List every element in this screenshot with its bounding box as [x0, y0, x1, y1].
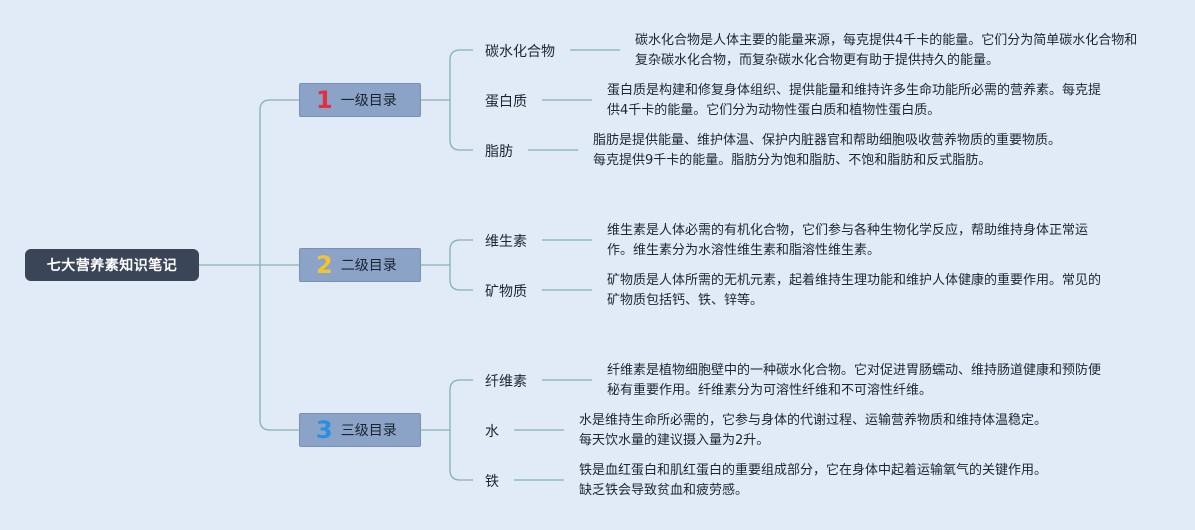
desc-fiber: 纤维素是植物细胞壁中的一种碳水化合物。它对促进胃肠蠕动、维持肠道健康和预防便秘有… [607, 363, 1102, 398]
desc-vitamin: 维生素是人体必需的有机化合物，它们参与各种生物化学反应，帮助维持身体正常运作。维… [607, 223, 1089, 258]
desc-fat: 脂肪是提供能量、维护体温、保护内脏器官和帮助细胞吸收营养物质的重要物质。每克提供… [593, 133, 1062, 168]
desc-water: 水是维持生命所必需的，它参与身体的代谢过程、运输营养物质和维持体温稳定。每天饮水… [579, 413, 1048, 448]
root-title: 七大营养素知识笔记 [46, 258, 178, 274]
root-node[interactable]: 七大营养素知识笔记 [25, 249, 199, 281]
level-number-3: 3 [316, 416, 333, 444]
desc-carbohydrate: 碳水化合物是人体主要的能量来源，每克提供4千卡的能量。它们分为简单碳水化合物和复… [635, 33, 1138, 68]
desc-iron: 铁是血红蛋白和肌红蛋白的重要组成部分，它在身体中起着运输氧气的关键作用。缺乏铁会… [579, 463, 1048, 498]
topic-water[interactable]: 水 [485, 424, 499, 440]
topic-mineral[interactable]: 矿物质 [485, 284, 527, 300]
level-node-1[interactable]: 1 一级目录 [299, 83, 421, 117]
level-label-3: 三级目录 [340, 423, 397, 439]
level-node-3[interactable]: 3 三级目录 [299, 413, 421, 447]
topic-fiber[interactable]: 纤维素 [485, 374, 527, 390]
level-number-1: 1 [316, 86, 333, 114]
level-label-2: 二级目录 [340, 258, 397, 274]
level-node-2[interactable]: 2 二级目录 [299, 248, 421, 282]
desc-mineral: 矿物质是人体所需的无机元素，起着维持生理功能和维护人体健康的重要作用。常见的矿物… [607, 273, 1102, 308]
topic-iron[interactable]: 铁 [485, 474, 499, 490]
desc-protein: 蛋白质是构建和修复身体组织、提供能量和维持许多生命功能所必需的营养素。每克提供4… [607, 83, 1102, 118]
level-number-2: 2 [316, 251, 333, 279]
topic-vitamin[interactable]: 维生素 [485, 234, 527, 250]
level-label-1: 一级目录 [340, 93, 397, 109]
topic-carbohydrate[interactable]: 碳水化合物 [485, 44, 555, 60]
topic-protein[interactable]: 蛋白质 [485, 94, 527, 110]
topic-fat[interactable]: 脂肪 [485, 144, 513, 160]
